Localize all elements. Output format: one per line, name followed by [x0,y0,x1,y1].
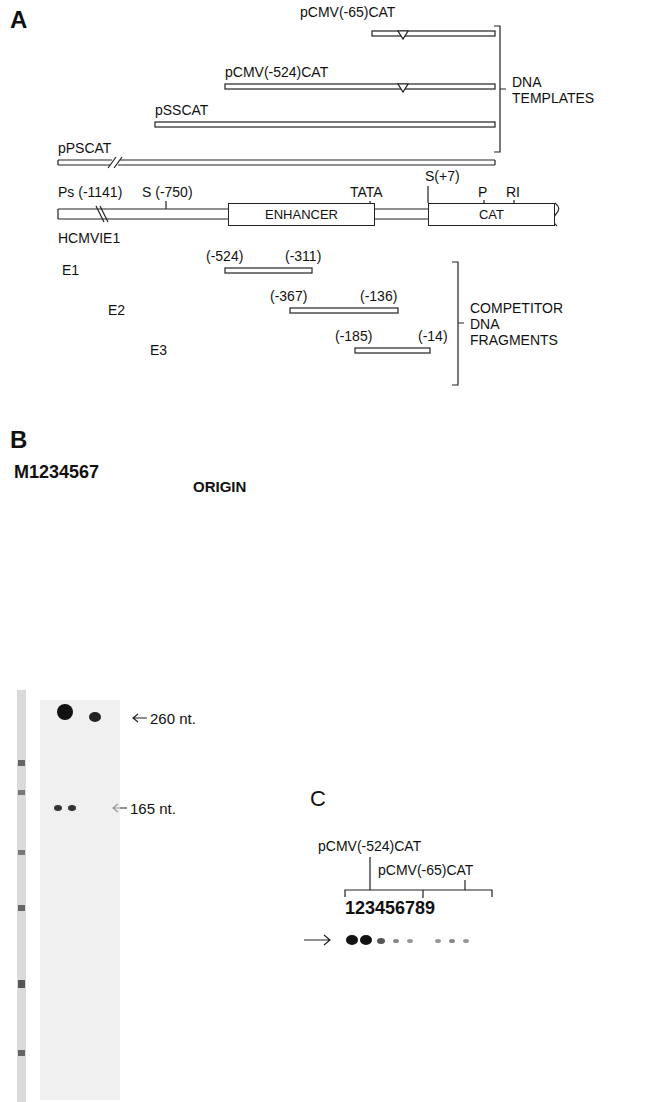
gel-smear [40,700,120,1100]
position-label: (-311) [285,248,321,264]
position-label: (-14) [418,328,448,344]
break-mark [108,157,122,168]
site-label: P [478,184,487,200]
gel-band [435,939,441,943]
gel-origin-label: ORIGIN [193,478,246,495]
gel-band [68,805,76,811]
gel-band [18,760,25,766]
lane-numbers: 123456789 [345,898,435,919]
fragment-name: E1 [62,262,79,278]
site-tick [165,201,166,209]
gel-image [17,690,120,1102]
fragment-name: E3 [150,342,167,358]
position-label: (-524) [206,248,243,264]
gel-band [57,704,73,720]
site-label: S (-750) [142,184,193,200]
fragment-name: E2 [108,302,125,318]
gel-band [18,905,25,911]
gel-band [89,712,101,722]
lane-numbers: M1234567 [14,462,99,483]
gel-band [18,790,25,795]
promoter-label: TATA [350,184,383,200]
gene-box: CAT [428,203,555,226]
position-label: (-367) [270,288,307,304]
gel-band [346,935,358,945]
group-label: DNA TEMPLATES [512,74,602,106]
lane-bracket [345,857,492,898]
gel-band [18,980,25,988]
gel-band [393,939,399,943]
template-name: pCMV(-524)CAT [225,64,328,80]
box-label: CAT [479,207,504,222]
gel-band [54,805,62,811]
template-bar [225,84,495,89]
bracket [494,26,506,152]
gel-band [18,1050,25,1056]
fragment-bar [355,348,430,353]
template-bar [372,31,495,36]
size-marker: 165 nt. [130,800,176,817]
enhancer-box: ENHANCER [228,203,375,226]
gel-band [407,939,413,943]
position-label: (-185) [335,328,372,344]
gel-band [18,850,25,855]
insertion-mark [398,31,408,39]
gene-label: HCMVIE1 [58,230,120,246]
arrow-mark [304,935,330,945]
group-label: COMPETITOR DNA FRAGMENTS [470,300,582,348]
fragment-bar [290,308,398,313]
panel-letter: C [310,786,326,811]
gel-band [463,939,469,943]
site-tick [427,186,428,203]
arrow-mark [133,714,147,722]
site-label: Ps (-1141) [58,184,122,200]
gel-band [377,938,385,944]
template-bar [58,160,495,165]
site-label: S(+7) [425,168,460,184]
panel-letter: B [10,426,27,454]
bracket [452,262,464,385]
template-name: pCMV(-65)CAT [378,862,473,878]
fragment-bar [225,268,312,273]
gel-band [449,939,455,943]
size-marker: 260 nt. [150,710,196,727]
template-name: pSSCAT [155,102,208,118]
template-name: pPSCAT [58,140,111,156]
insertion-mark [398,84,408,92]
template-bar [155,122,495,127]
marker-lane [17,690,26,1102]
panel-letter: A [10,6,27,34]
template-name: pCMV(-524)CAT [318,838,421,854]
site-label: RI [506,184,520,200]
gel-image [346,935,469,945]
template-name: pCMV(-65)CAT [300,4,395,20]
break-mark [96,206,108,222]
box-label: ENHANCER [265,207,338,222]
position-label: (-136) [360,288,397,304]
gel-band [360,935,372,945]
